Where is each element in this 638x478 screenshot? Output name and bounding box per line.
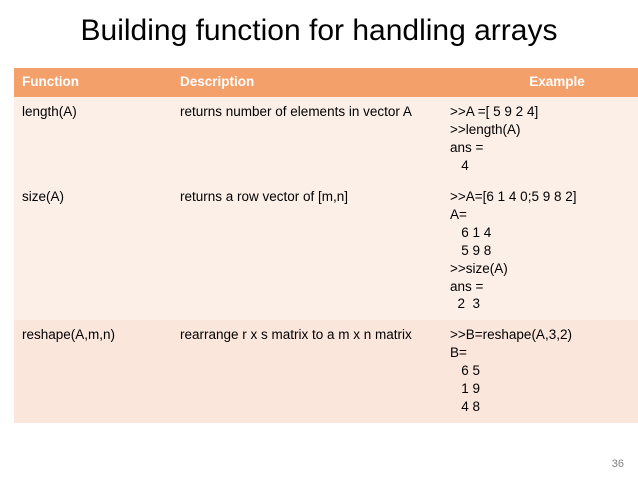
column-header-function: Function xyxy=(14,68,172,97)
table-body: length(A) returns number of elements in … xyxy=(14,96,638,424)
cell-description: returns a row vector of [m,n] xyxy=(172,181,442,321)
cell-description: rearrange r x s matrix to a m x n matrix xyxy=(172,320,442,424)
cell-example: >>B=reshape(A,3,2) B= 6 5 1 9 4 8 xyxy=(442,320,638,424)
cell-function: reshape(A,m,n) xyxy=(14,320,172,424)
table-row: reshape(A,m,n) rearrange r x s matrix to… xyxy=(14,320,638,424)
page-title: Building function for handling arrays xyxy=(80,14,558,47)
functions-table: Function Description Example length(A) r… xyxy=(14,68,638,424)
cell-example: >>A=[6 1 4 0;5 9 8 2] A= 6 1 4 5 9 8 >>s… xyxy=(442,181,638,321)
cell-function: size(A) xyxy=(14,181,172,321)
cell-example: >>A =[ 5 9 2 4] >>length(A) ans = 4 xyxy=(442,96,638,182)
table-row: size(A) returns a row vector of [m,n] >>… xyxy=(14,181,638,321)
column-header-description: Description xyxy=(172,68,442,97)
table-row: length(A) returns number of elements in … xyxy=(14,96,638,182)
column-header-example: Example xyxy=(442,68,638,97)
table-header: Function Description Example xyxy=(14,68,638,97)
functions-table-container: Function Description Example length(A) r… xyxy=(14,68,638,424)
cell-function: length(A) xyxy=(14,96,172,182)
page-number: 36 xyxy=(611,458,624,470)
table-header-row: Function Description Example xyxy=(14,68,638,97)
cell-description: returns number of elements in vector A xyxy=(172,96,442,182)
